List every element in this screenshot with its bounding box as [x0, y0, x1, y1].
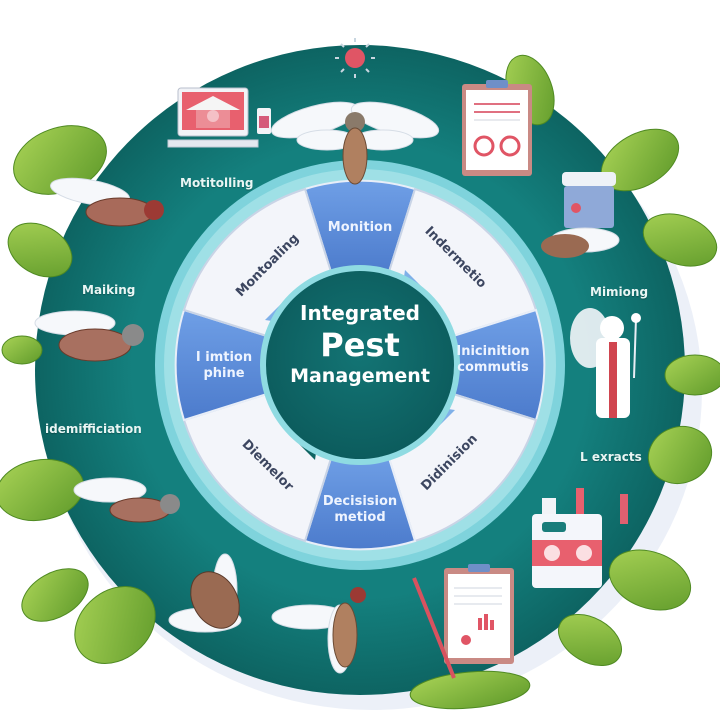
- segment-label-line1: Decisision: [322, 494, 398, 509]
- segment-bottom: Decisision metiod: [315, 494, 405, 526]
- title-line-2: Pest: [320, 326, 400, 364]
- sun-icon: [335, 38, 375, 78]
- outer-label-extracts: L exracts: [580, 450, 642, 464]
- outer-label-mimiong: Mimiong: [590, 285, 649, 299]
- report-clipboard-icon: [412, 564, 514, 679]
- segment-top: Monition: [320, 220, 400, 236]
- segment-label: Monition: [327, 220, 393, 235]
- page-title: Integrated Pest Management: [260, 300, 460, 388]
- center-circle: [266, 271, 454, 459]
- segment-label-line2: commutis: [457, 360, 529, 375]
- outer-label-monitoring: Motitolling: [180, 176, 254, 190]
- segment-left: I imtion phine: [184, 350, 264, 382]
- jar-icon: [562, 172, 616, 228]
- title-line-3: Management: [290, 365, 430, 387]
- segment-label-line1: Inicinition: [456, 344, 530, 359]
- segment-right: Inicinition commutis: [448, 344, 538, 376]
- clipboard-chart-icon: [462, 80, 532, 176]
- pill-bottle-icon: [257, 108, 271, 134]
- outer-label-making: Maiking: [82, 283, 136, 297]
- scientist-icon: [570, 308, 641, 418]
- spray-box-icon: [532, 488, 628, 588]
- mosquito-icon: [34, 101, 620, 674]
- segment-label-line1: I imtion: [195, 350, 253, 365]
- leaf-icon: [0, 54, 720, 710]
- computer-monitor-icon: [167, 87, 259, 148]
- segment-label-line2: phine: [203, 366, 245, 381]
- title-line-1: Integrated: [300, 301, 420, 325]
- outer-label-identification: idemifficiation: [45, 422, 142, 436]
- segment-label-line2: metiod: [334, 510, 386, 525]
